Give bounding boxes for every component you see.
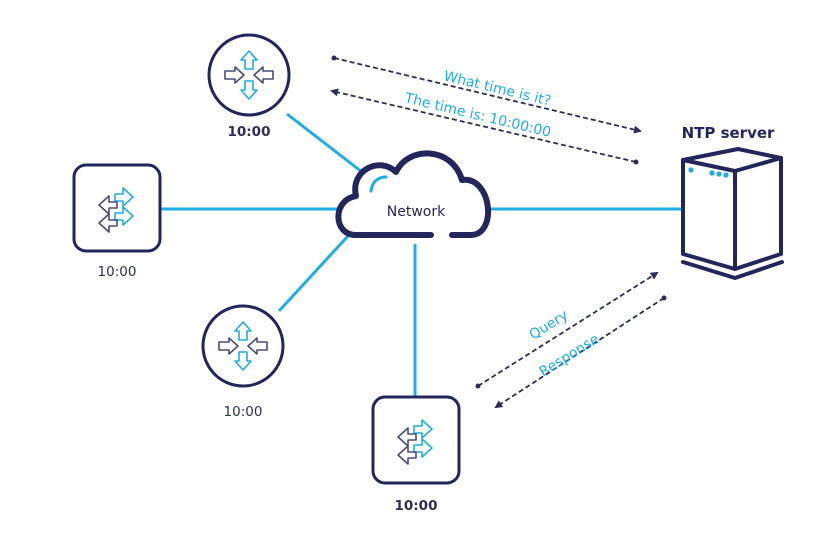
switch-arrows-icon xyxy=(397,419,433,465)
cloud-label: Network xyxy=(387,204,446,220)
switch-arrows-icon xyxy=(98,187,134,233)
link-router-top-cloud xyxy=(286,112,363,174)
arrow-query xyxy=(475,271,659,389)
server-icon xyxy=(681,147,784,280)
device-time: 10:00 xyxy=(224,404,263,420)
ntp-server[interactable]: NTP server xyxy=(681,124,784,280)
router-icon xyxy=(201,304,285,388)
label-query: Query xyxy=(527,307,572,343)
server-led xyxy=(709,170,715,176)
switch-bottom[interactable]: 10:00 xyxy=(371,395,461,514)
router-arrows-icon xyxy=(218,321,268,371)
device-time: 10:00 xyxy=(228,124,271,140)
top-exchange xyxy=(330,55,642,165)
bottom-exchange xyxy=(475,271,667,409)
server-led xyxy=(723,172,729,178)
link-router-bottom-cloud xyxy=(277,234,350,313)
arrow-time-reply xyxy=(330,88,639,165)
label-response: Response xyxy=(537,331,603,380)
server-led xyxy=(688,167,694,173)
cloud-icon[interactable]: Network xyxy=(335,150,492,239)
router-arrows-icon xyxy=(224,50,274,100)
server-label: NTP server xyxy=(682,124,775,142)
device-time: 10:00 xyxy=(395,498,438,514)
router-top[interactable]: 10:00 xyxy=(207,33,291,140)
server-led xyxy=(716,171,722,177)
arrow-response xyxy=(494,295,667,409)
router-icon xyxy=(207,33,291,117)
router-bottom[interactable]: 10:00 xyxy=(201,304,285,420)
arrow-what-time-request xyxy=(331,55,642,134)
device-time: 10:00 xyxy=(98,264,137,280)
switch-left[interactable]: 10:00 xyxy=(72,163,162,280)
